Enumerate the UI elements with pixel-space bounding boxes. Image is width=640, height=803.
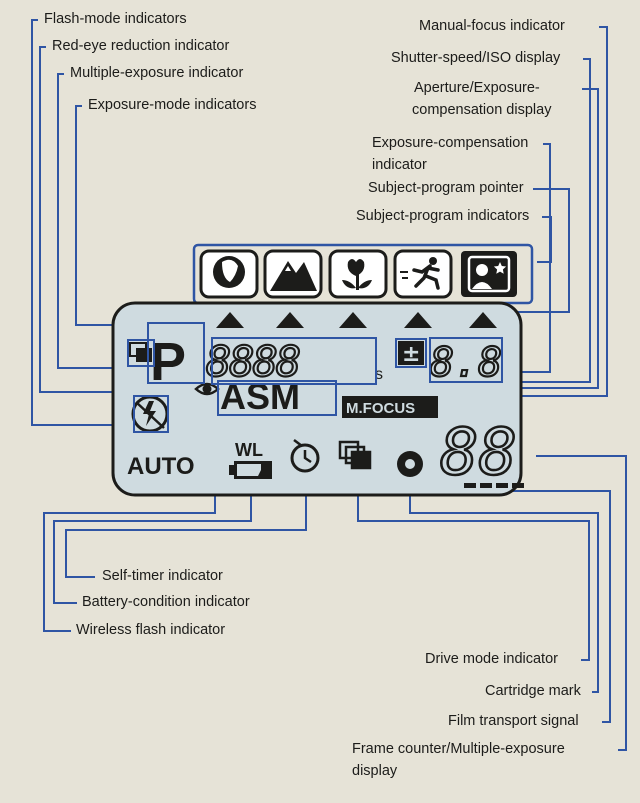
callout-line-wireless xyxy=(43,480,216,632)
aperture-digits: 8.8 xyxy=(430,340,502,386)
film-transport-signal xyxy=(464,483,524,488)
shutter-suffix: s xyxy=(375,366,383,383)
night-portrait-icon xyxy=(461,251,517,297)
label-aperture-1: Aperture/Exposure- xyxy=(414,80,540,96)
pointer-5 xyxy=(469,312,497,328)
highlight-shutter xyxy=(211,337,377,385)
callout-line-self-timer xyxy=(65,468,307,578)
label-shutter-iso: Shutter-speed/ISO display xyxy=(391,50,561,66)
close-up-icon xyxy=(328,249,388,299)
cartridge-mark xyxy=(397,451,423,477)
subject-program-pointers xyxy=(216,312,497,328)
label-battery: Battery-condition indicator xyxy=(82,594,250,610)
label-flash-mode: Flash-mode indicators xyxy=(44,11,187,27)
highlight-aperture xyxy=(429,337,503,383)
label-drive-mode: Drive mode indicator xyxy=(425,651,558,667)
highlight-asm xyxy=(217,380,337,416)
pointer-4 xyxy=(404,312,432,328)
self-timer-icon xyxy=(290,439,320,473)
label-frame-1: Frame counter/Multiple-exposure xyxy=(352,741,565,757)
battery-icon xyxy=(229,461,272,479)
label-exp-comp-2: indicator xyxy=(372,157,427,173)
label-subject-pointer: Subject-program pointer xyxy=(368,180,524,196)
label-red-eye: Red-eye reduction indicator xyxy=(52,38,230,54)
pointer-3 xyxy=(339,312,367,328)
plus-minus-sign: ± xyxy=(402,342,420,367)
mfocus-indicator: M.FOCUS xyxy=(342,396,438,418)
label-cartridge: Cartridge mark xyxy=(485,683,581,699)
highlight-p-mode xyxy=(147,322,205,384)
label-film-transport: Film transport signal xyxy=(448,713,579,729)
portrait-icon xyxy=(199,249,259,299)
callout-line-pointer xyxy=(518,188,570,313)
wl-indicator: WL xyxy=(235,440,263,460)
callout-line-film xyxy=(481,490,611,723)
asm-indicator: ASM xyxy=(220,376,300,417)
drive-mode-icon xyxy=(338,440,372,470)
auto-indicator: AUTO xyxy=(127,453,195,480)
highlight-multi-exposure xyxy=(127,339,155,367)
sports-icon xyxy=(393,249,453,299)
label-frame-2: display xyxy=(352,763,398,779)
shutter-digits-text: 8888 xyxy=(206,337,300,386)
callout-line-cartridge xyxy=(409,484,599,693)
callout-line-aperture xyxy=(512,88,599,389)
highlight-plus-minus xyxy=(395,338,427,368)
callout-line-indicators xyxy=(537,216,552,263)
shutter-speed-digits: 8888 s xyxy=(205,336,383,387)
callout-line-battery xyxy=(53,486,252,604)
flash-cancel-icon xyxy=(131,395,169,433)
callout-line-flash xyxy=(31,19,133,426)
label-subject-indicators: Subject-program indicators xyxy=(356,208,530,224)
callout-line-frame xyxy=(536,455,627,751)
label-multi-exposure: Multiple-exposure indicator xyxy=(70,65,244,81)
landscape-icon xyxy=(263,249,323,299)
pointer-1 xyxy=(216,312,244,328)
red-eye-icon xyxy=(194,382,220,396)
mfocus-text: M.FOCUS xyxy=(346,400,415,417)
frame-counter-digits: 88 xyxy=(440,416,517,490)
label-exp-comp-1: Exposure-compensation xyxy=(372,135,529,151)
highlight-flash xyxy=(133,395,169,433)
subject-program-bar xyxy=(192,243,534,305)
label-self-timer: Self-timer indicator xyxy=(102,568,223,584)
label-exposure-mode: Exposure-mode indicators xyxy=(88,97,257,113)
label-wireless: Wireless flash indicator xyxy=(76,622,226,638)
label-manual-focus: Manual-focus indicator xyxy=(419,18,565,34)
callout-line-drive xyxy=(357,477,590,661)
pointer-2 xyxy=(276,312,304,328)
label-aperture-2: compensation display xyxy=(412,102,552,118)
exposure-compensation-box: ± xyxy=(398,341,424,367)
